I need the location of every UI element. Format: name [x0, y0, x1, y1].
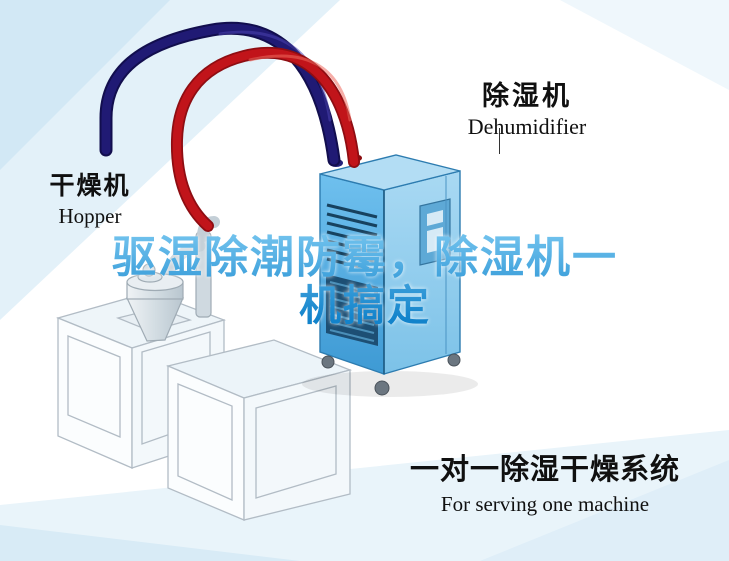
- hopper-label-en: Hopper: [58, 204, 122, 228]
- caster-wheels: [321, 353, 461, 396]
- machine-illustration: [55, 291, 353, 521]
- dehumidifier-label: 除湿机 Dehumidifier: [452, 74, 602, 140]
- vent-grille-lower: [326, 274, 378, 346]
- vent-grille-upper: [326, 203, 378, 273]
- red-return-hose: [170, 46, 360, 232]
- control-panel: [419, 198, 451, 266]
- headline-line-2: 机搞定: [298, 282, 431, 330]
- hopper-label-cn: 干燥机: [49, 172, 131, 200]
- dehumidifier-label-cn: 除湿机: [482, 81, 572, 111]
- system-label: 一对一除湿干燥系统 For serving one machine: [395, 446, 695, 517]
- system-label-en: For serving one machine: [440, 492, 650, 516]
- headline: 驱湿除潮防霉，除湿机一 机搞定: [55, 233, 675, 329]
- blue-supply-hose: [99, 21, 341, 167]
- dehumidifier-label-pointer: [499, 128, 500, 154]
- dehumidifier-label-en: Dehumidifier: [467, 114, 587, 139]
- system-label-cn: 一对一除湿干燥系统: [409, 454, 680, 486]
- dehumidifier-illustration: [302, 154, 478, 397]
- hopper-label: 干燥机 Hopper: [42, 166, 138, 229]
- headline-line-1: 驱湿除潮防霉，除湿机一: [112, 233, 618, 282]
